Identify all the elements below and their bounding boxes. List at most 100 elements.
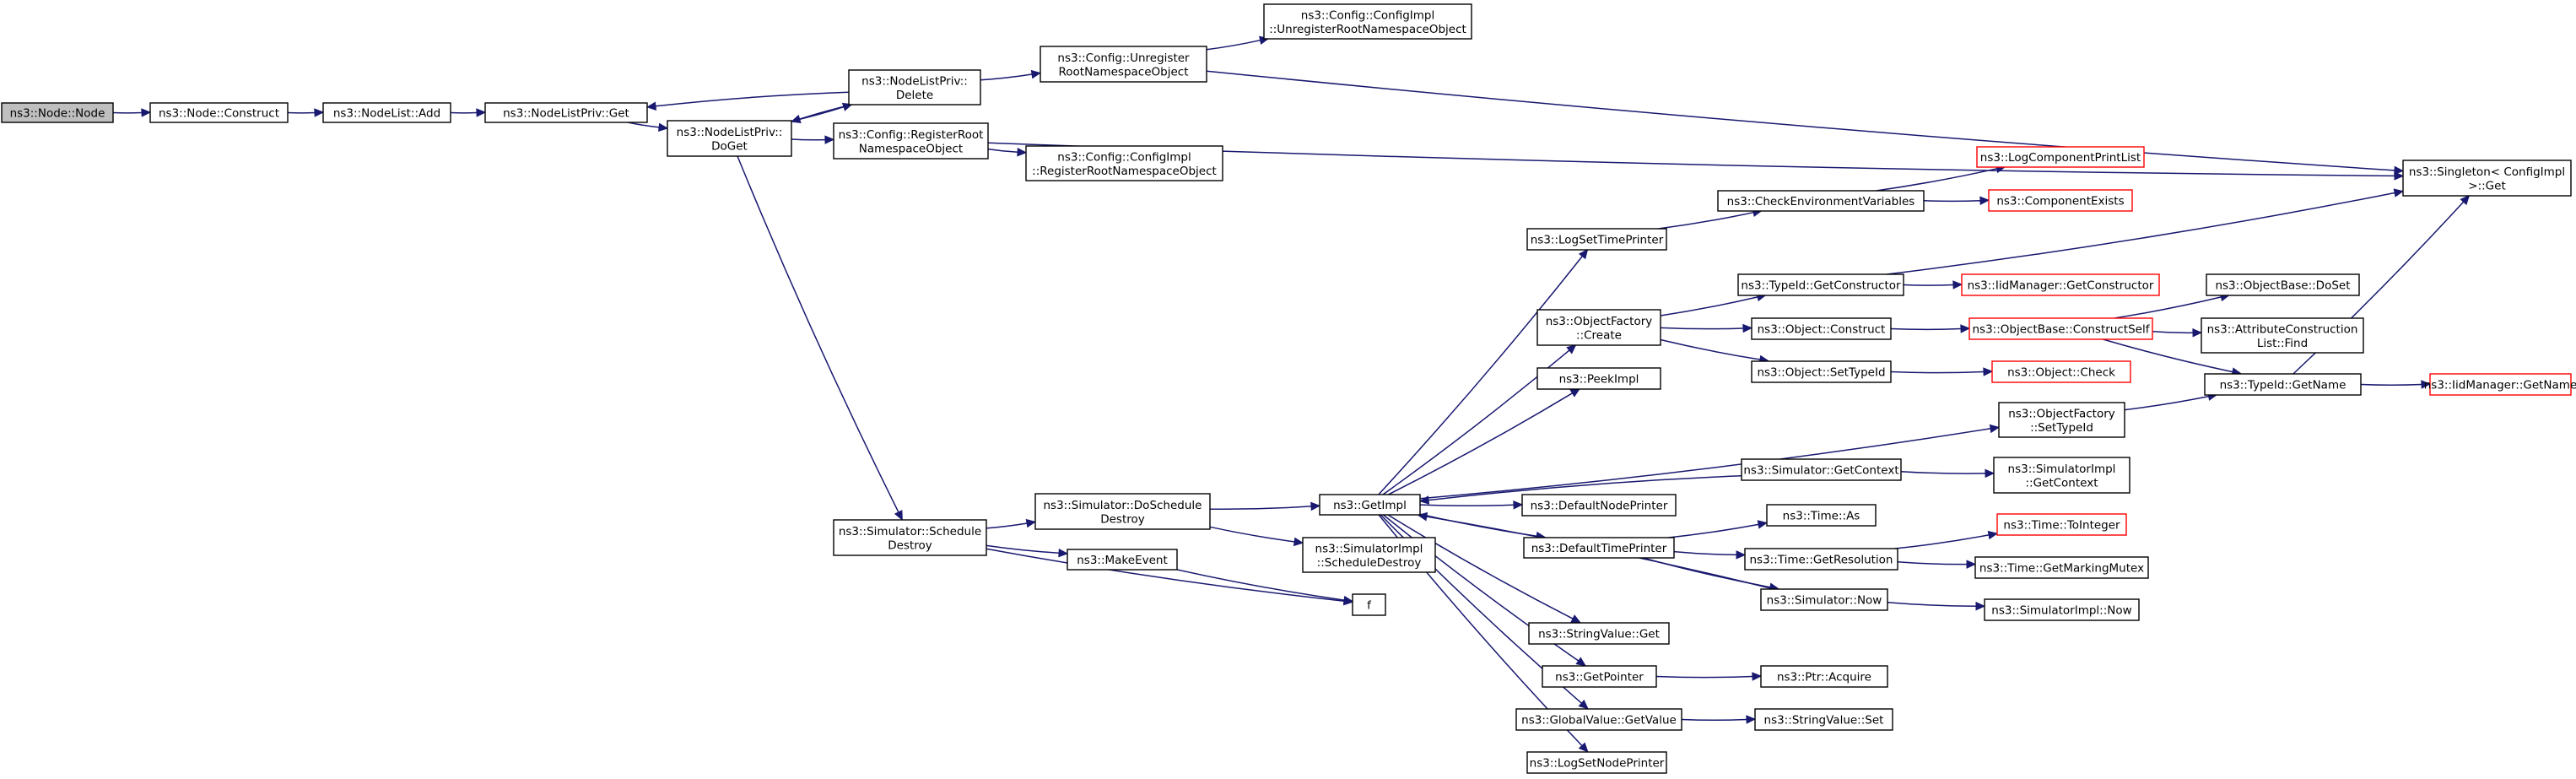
edge-arrowhead [1989, 424, 2001, 434]
call-edge-construct-to-nodelist_add [287, 108, 325, 117]
edge-arrowhead [1578, 248, 1589, 260]
graph-node-iidmgr-getctor[interactable]: ns3::IidManager::GetConstructor [1961, 273, 2160, 296]
graph-node-stringvalue-get[interactable]: ns3::StringValue::Get [1528, 622, 1670, 645]
graph-node-typeid-getctor[interactable]: ns3::TypeId::GetConstructor [1737, 273, 1904, 296]
edge-line [1428, 475, 1742, 501]
node-box [1744, 548, 1898, 571]
node-label: ns3::GetImpl [1333, 499, 1407, 512]
node-label: ns3::NodeListPriv::Get [503, 107, 629, 121]
graph-node-simimpl-sched-destroy[interactable]: ns3::SimulatorImpl::ScheduleDestroy [1302, 537, 1436, 573]
graph-node-comp-exists[interactable]: ns3::ComponentExists [1988, 189, 2133, 212]
call-edge-getimpl-to-default_node_printer [1419, 500, 1524, 510]
graph-node-iidmgr-getname[interactable]: ns3::IidManager::GetName [2424, 373, 2576, 396]
graph-node-getimpl[interactable]: ns3::GetImpl [1319, 494, 1421, 516]
graph-node-typeid-getname[interactable]: ns3::TypeId::GetName [2204, 373, 2362, 396]
edge-line [986, 544, 1060, 554]
node-label: ns3::ObjectFactory [2008, 407, 2115, 420]
edge-arrowhead [1017, 148, 1028, 157]
call-edge-getimpl-to-log_set_time_printer [1378, 248, 1589, 495]
graph-node-nlp-doget[interactable]: ns3::NodeListPriv::DoGet [667, 120, 792, 157]
edge-arrowhead [894, 510, 903, 521]
call-edge-makeevent-to-f [1176, 569, 1354, 605]
graph-node-nlp-delete[interactable]: ns3::NodeListPriv::Delete [848, 69, 981, 105]
graph-node-ptr-acquire[interactable]: ns3::Ptr::Acquire [1760, 665, 1888, 688]
edge-line [1209, 506, 1312, 511]
graph-node-sim-now[interactable]: ns3::Simulator::Now [1760, 588, 1888, 611]
graph-node-default-time-printer[interactable]: ns3::DefaultTimePrinter [1523, 537, 1675, 559]
edge-arrowhead [645, 101, 657, 111]
node-box [1521, 494, 1677, 517]
graph-node-cfgimpl-unreg[interactable]: ns3::Config::ConfigImpl::UnregisterRootN… [1263, 3, 1472, 40]
graph-node-cfg-reg[interactable]: ns3::Config::RegisterRootNamespaceObject [833, 122, 989, 160]
graph-node-obj-settypeid[interactable]: ns3::Object::SetTypeId [1751, 360, 1892, 383]
node-box [1, 102, 114, 123]
graph-node-simimpl-getcontext[interactable]: ns3::SimulatorImpl::GetContext [1993, 457, 2130, 494]
graph-node-stringvalue-set[interactable]: ns3::StringValue::Set [1754, 708, 1893, 731]
node-box [1040, 46, 1207, 83]
graph-node-check-env[interactable]: ns3::CheckEnvironmentVariables [1717, 190, 1925, 212]
graph-node-log-comp-print-list[interactable]: ns3::LogComponentPrintList [1976, 146, 2145, 168]
node-label: ns3::SimulatorImpl::Now [1991, 604, 2131, 618]
call-edge-time_getres-to-time_toint [1894, 530, 1999, 549]
graph-node-objbase-constructself[interactable]: ns3::ObjectBase::ConstructSelf [1968, 317, 2153, 340]
graph-node-obj-construct[interactable]: ns3::Object::Construct [1751, 317, 1892, 340]
graph-node-time-toint[interactable]: ns3::Time::ToInteger [1996, 513, 2127, 536]
edge-line [1206, 70, 2395, 171]
node-label: ns3::StringValue::Set [1764, 714, 1884, 728]
graph-node-getpointer[interactable]: ns3::GetPointer [1542, 665, 1657, 688]
graph-node-time-getres[interactable]: ns3::Time::GetResolution [1744, 548, 1898, 571]
edge-line [1903, 284, 1954, 286]
node-box [1760, 588, 1888, 611]
graph-node-objfactory-settypeid[interactable]: ns3::ObjectFactory::SetTypeId [1998, 402, 2125, 438]
call-edge-objfactory_settypeid-to-typeid_getname [2124, 392, 2218, 411]
node-box [1717, 190, 1925, 212]
graph-node-globalvalue-getvalue[interactable]: ns3::GlobalValue::GetValue [1515, 708, 1682, 731]
node-box [1528, 622, 1670, 645]
graph-node-log-set-time-printer[interactable]: ns3::LogSetTimePrinter [1526, 228, 1667, 251]
call-edge-getimpl-to-objfactory_create [1382, 344, 1577, 495]
graph-node-peekimpl[interactable]: ns3::PeekImpl [1536, 367, 1661, 390]
graph-node-nodelist-add[interactable]: ns3::NodeList::Add [322, 102, 451, 123]
graph-node-objbase-doset[interactable]: ns3::ObjectBase::DoSet [2206, 273, 2360, 296]
edge-arrowhead [1418, 495, 1430, 505]
call-edge-getimpl-to-peekimpl [1387, 388, 1581, 495]
node-label: ns3::MakeEvent [1077, 554, 1168, 567]
node-box [484, 102, 648, 123]
graph-node-objfactory-create[interactable]: ns3::ObjectFactory::Create [1536, 309, 1661, 346]
node-label: ns3::Object::Construct [1758, 323, 1886, 337]
node-label: ns3::Config::Unregister [1057, 51, 1190, 65]
edge-arrowhead [1975, 601, 1986, 611]
edge-arrowhead [824, 135, 835, 144]
node-label: ns3::AttributeConstruction [2207, 322, 2358, 336]
call-edges [112, 35, 2471, 753]
node-label: Destroy [888, 538, 932, 552]
edge-line [1894, 534, 1990, 549]
node-label: ns3::NodeList::Add [333, 107, 440, 121]
call-edge-default_time_printer-to-time_as [1668, 520, 1769, 538]
node-box [1751, 317, 1892, 340]
graph-node-sim-sched-destroy[interactable]: ns3::Simulator::ScheduleDestroy [833, 519, 987, 556]
graph-node-singleton-get[interactable]: ns3::Singleton< ConfigImpl >::Get [2402, 160, 2572, 197]
graph-node-log-set-node-printer[interactable]: ns3::LogSetNodePrinter [1526, 751, 1667, 774]
graph-node-obj-check[interactable]: ns3::Object::Check [1991, 360, 2131, 383]
graph-node-default-node-printer[interactable]: ns3::DefaultNodePrinter [1521, 494, 1677, 517]
graph-node-construct[interactable]: ns3::Node::Construct [149, 102, 289, 123]
node-box [1991, 360, 2131, 383]
graph-node-sim-getcontext[interactable]: ns3::Simulator::GetContext [1741, 458, 1902, 481]
graph-node-makeevent[interactable]: ns3::MakeEvent [1067, 549, 1178, 571]
graph-node-simimpl-now[interactable]: ns3::SimulatorImpl::Now [1984, 598, 2140, 621]
graph-node-time-markmutex[interactable]: ns3::Time::GetMarkingMutex [1974, 556, 2149, 579]
graph-node-f[interactable]: f [1352, 593, 1386, 616]
graph-node-cfg-unreg[interactable]: ns3::Config::UnregisterRootNamespaceObje… [1040, 46, 1207, 83]
graph-node-time-as[interactable]: ns3::Time::As [1766, 504, 1877, 527]
edge-arrowhead [2394, 171, 2405, 181]
node-label: ::ScheduleDestroy [1317, 556, 1422, 570]
edge-line [1655, 675, 1753, 679]
node-label: ns3::ObjectBase::DoSet [2215, 279, 2350, 293]
graph-node-nlp-get[interactable]: ns3::NodeListPriv::Get [484, 102, 648, 123]
graph-node-cfgimpl-reg[interactable]: ns3::Config::ConfigImpl::RegisterRootNam… [1025, 145, 1223, 181]
node-label: ns3::StringValue::Get [1538, 628, 1660, 641]
node-label: ns3::ObjectBase::ConstructSelf [1973, 323, 2151, 337]
